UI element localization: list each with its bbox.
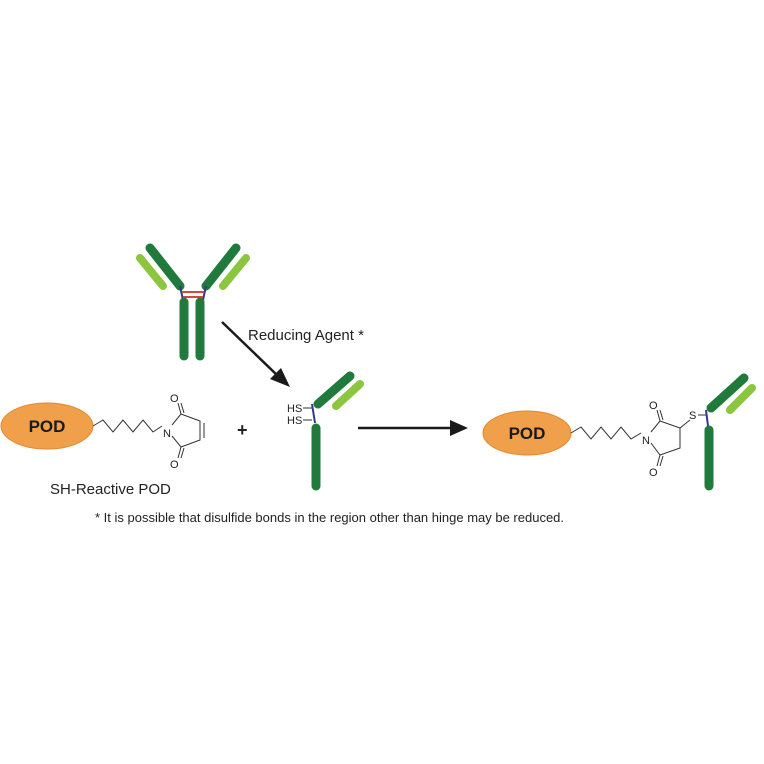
product-alkyl-linker — [570, 426, 642, 440]
product-heavy-chain-arm — [706, 373, 749, 413]
succinimide-oxygen-top: O — [649, 400, 658, 412]
light-chain-left — [136, 254, 167, 290]
reaction-arrow — [358, 420, 468, 436]
footnote: * It is possible that disulfide bonds in… — [95, 510, 564, 525]
product-pod-label: POD — [509, 424, 546, 443]
maleimide-ring — [171, 413, 201, 448]
thioether-sulfur: S — [689, 410, 696, 422]
product-light-chain — [726, 384, 756, 414]
light-chain-right — [219, 254, 250, 290]
pod-label: POD — [29, 417, 66, 436]
sh-reactive-pod: POD N O O — [0, 393, 205, 471]
maleimide-nitrogen: N — [163, 428, 171, 440]
succinimide-nitrogen: N — [642, 435, 650, 447]
alkyl-linker — [92, 419, 163, 433]
plus-sign: + — [237, 420, 248, 440]
succinimide-ring — [650, 420, 681, 456]
hinge-left — [179, 285, 184, 301]
product-hinge — [705, 409, 709, 427]
sh-reactive-pod-label: SH-Reactive POD — [50, 481, 171, 498]
intact-antibody — [136, 243, 250, 361]
light-chain-reduced — [332, 380, 364, 410]
hinge-reduced — [311, 403, 316, 424]
succinimide-oxygen-bottom: O — [649, 467, 658, 479]
heavy-chain-arm-left — [145, 243, 185, 291]
reducing-arrow — [221, 321, 290, 387]
maleimide-oxygen-bottom: O — [170, 459, 179, 471]
reducing-agent-label: Reducing Agent * — [248, 327, 364, 344]
hinge-right — [202, 285, 207, 301]
heavy-chain-arm-reduced — [313, 371, 355, 409]
reduced-half-antibody: HS HS — [287, 371, 364, 491]
product-conjugate: POD N O O S — [482, 373, 756, 491]
heavy-chain-arm-right — [201, 243, 241, 291]
maleimide-oxygen-top: O — [170, 393, 179, 405]
thiol-label-1: HS — [287, 403, 302, 415]
thiol-label-2: HS — [287, 415, 302, 427]
